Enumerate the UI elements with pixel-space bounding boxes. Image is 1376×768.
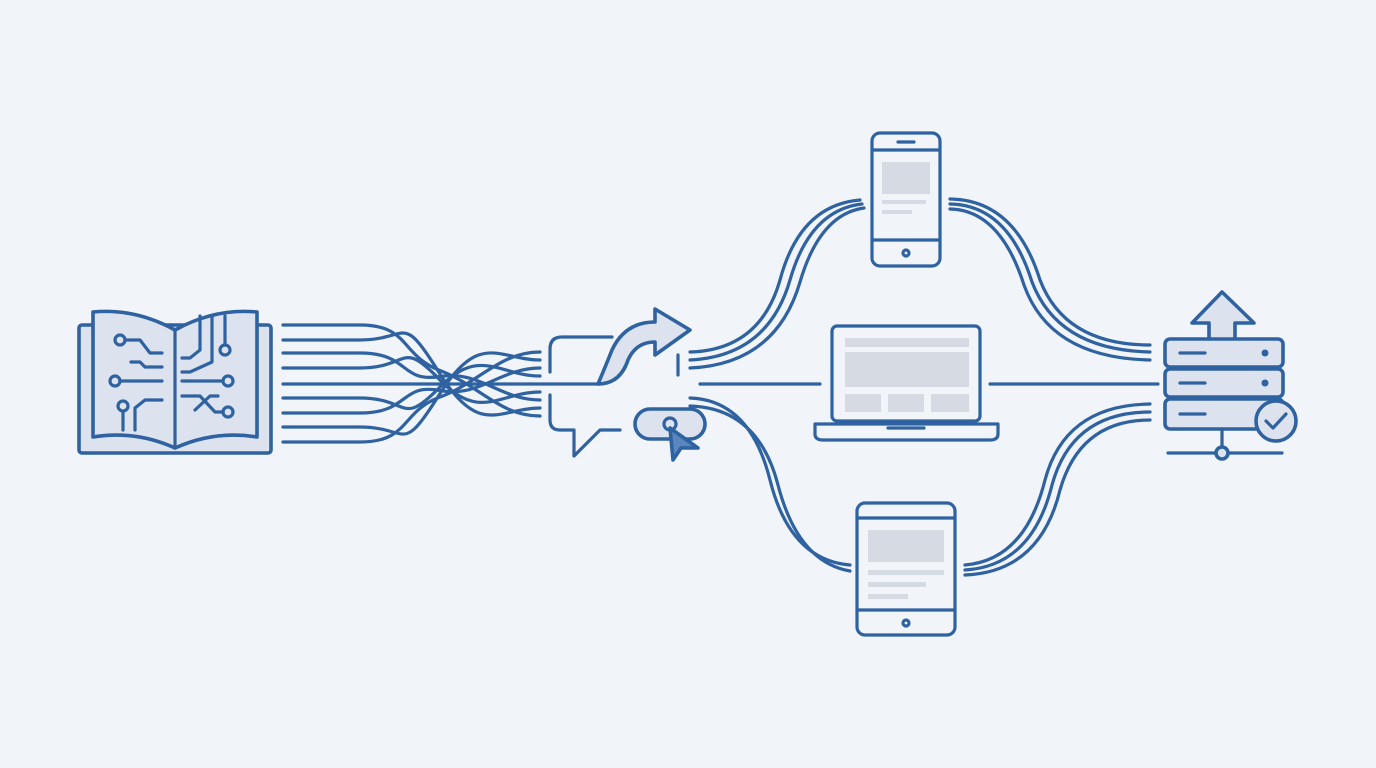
input-stream-line xyxy=(281,323,542,418)
input-streams xyxy=(281,323,602,444)
input-stream-line xyxy=(281,351,542,436)
input-stream-line xyxy=(281,363,542,411)
button-cursor-icon[interactable] xyxy=(633,407,707,462)
input-stream-line xyxy=(281,356,542,404)
open-book-circuit-icon xyxy=(77,309,273,455)
input-stream-line xyxy=(281,331,542,417)
laptop-icon xyxy=(813,324,1000,442)
output-flows xyxy=(688,197,1160,577)
smartphone-icon xyxy=(870,131,942,268)
chat-bubble-arrow-icon xyxy=(548,307,692,458)
tablet-icon xyxy=(855,501,957,637)
input-stream-line xyxy=(281,366,542,415)
input-stream-line xyxy=(281,351,542,402)
server-upload-check-icon xyxy=(1163,290,1298,461)
input-stream-line xyxy=(281,350,542,444)
